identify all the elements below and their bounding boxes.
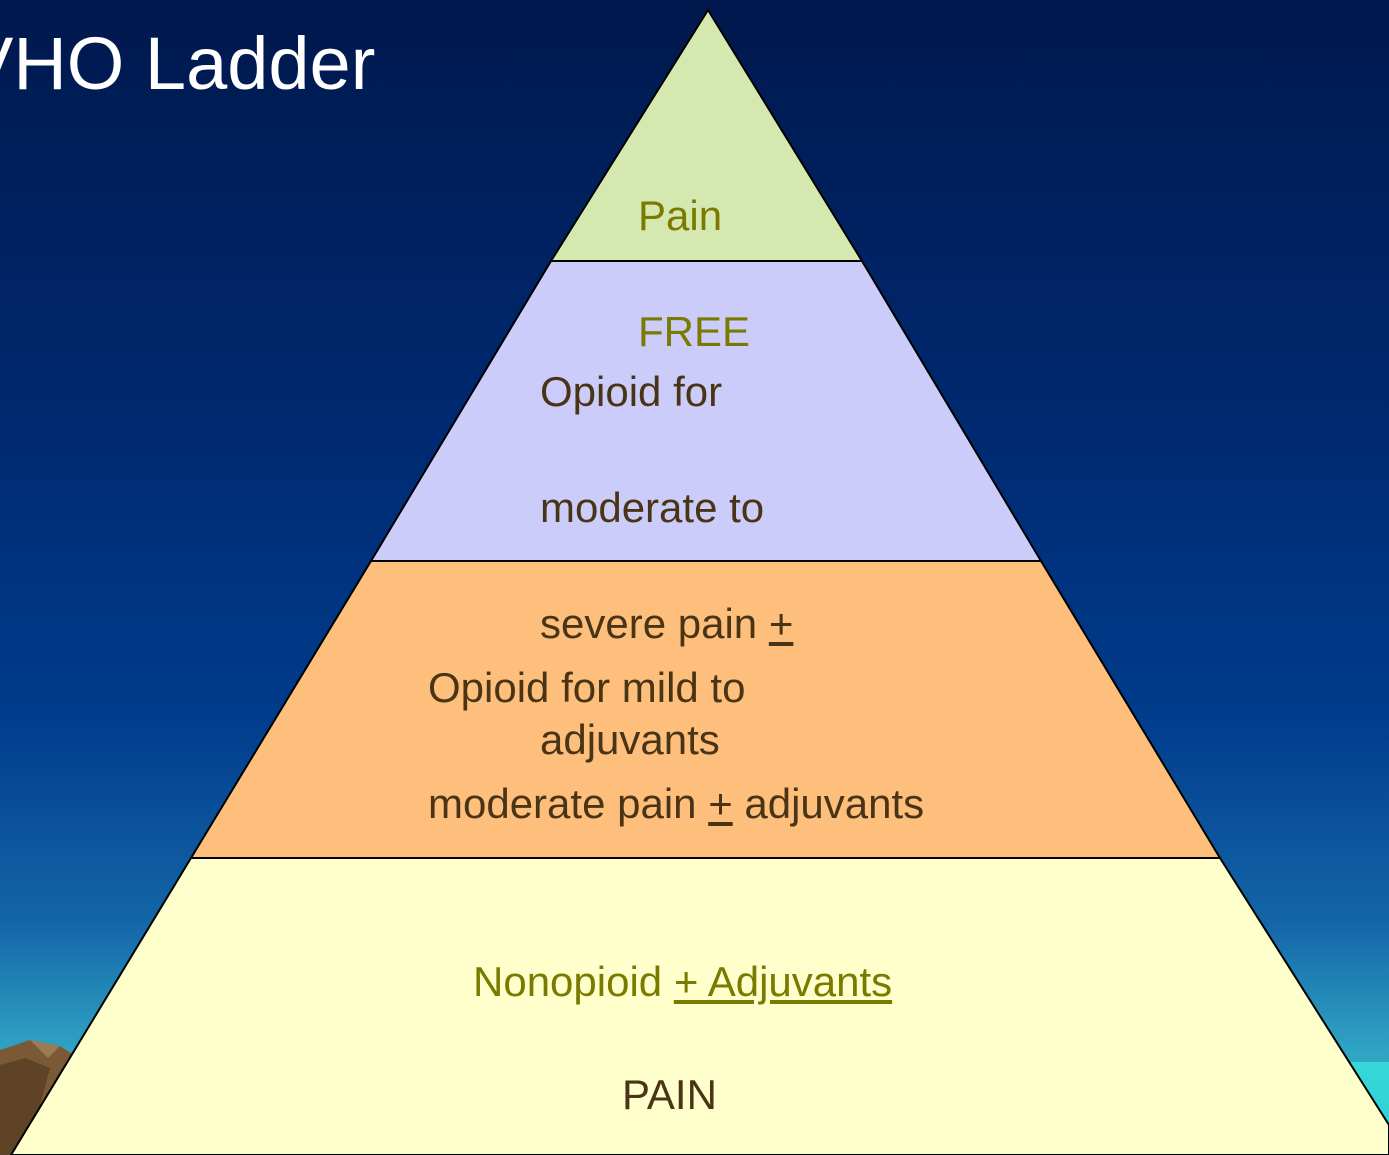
level-step1-nonopioid: Nonopioid — [473, 958, 674, 1005]
level-step1-adjuvants: + Adjuvants — [673, 958, 893, 1005]
level-step3-label: Opioid for moderate to severe pain + adj… — [540, 305, 793, 827]
level-top-line2: FREE — [638, 308, 751, 355]
level-step3-line1: Opioid for — [540, 368, 723, 415]
level-top-line1: Pain — [638, 192, 723, 239]
level-step1-line1: Nonopioid + Adjuvants — [473, 953, 892, 1011]
plus-minus-symbol: + — [708, 780, 733, 827]
slide-title: VHO Ladder — [0, 22, 376, 105]
level-step3-line3-text: severe pain — [540, 600, 769, 647]
level-step2-line2: moderate pain + adjuvants — [428, 775, 924, 833]
level-step3-line4: adjuvants — [540, 716, 720, 763]
level-step1 — [9, 857, 1389, 1155]
level-step3-line2: moderate to — [540, 484, 765, 531]
level-step2-label: Opioid for mild to moderate pain + adjuv… — [428, 601, 924, 891]
level-top-label: Pain FREE — [638, 129, 750, 419]
level-step3-line3: severe pain + — [540, 595, 793, 653]
plus-minus-symbol: + — [768, 600, 794, 647]
level-step2-line2-text-a: moderate pain — [428, 780, 709, 827]
level-step2-line1: Opioid for mild to — [428, 664, 746, 711]
level-step2-line2-text-b: adjuvants — [732, 780, 925, 827]
level-step1-line2: PAIN — [622, 1071, 717, 1118]
